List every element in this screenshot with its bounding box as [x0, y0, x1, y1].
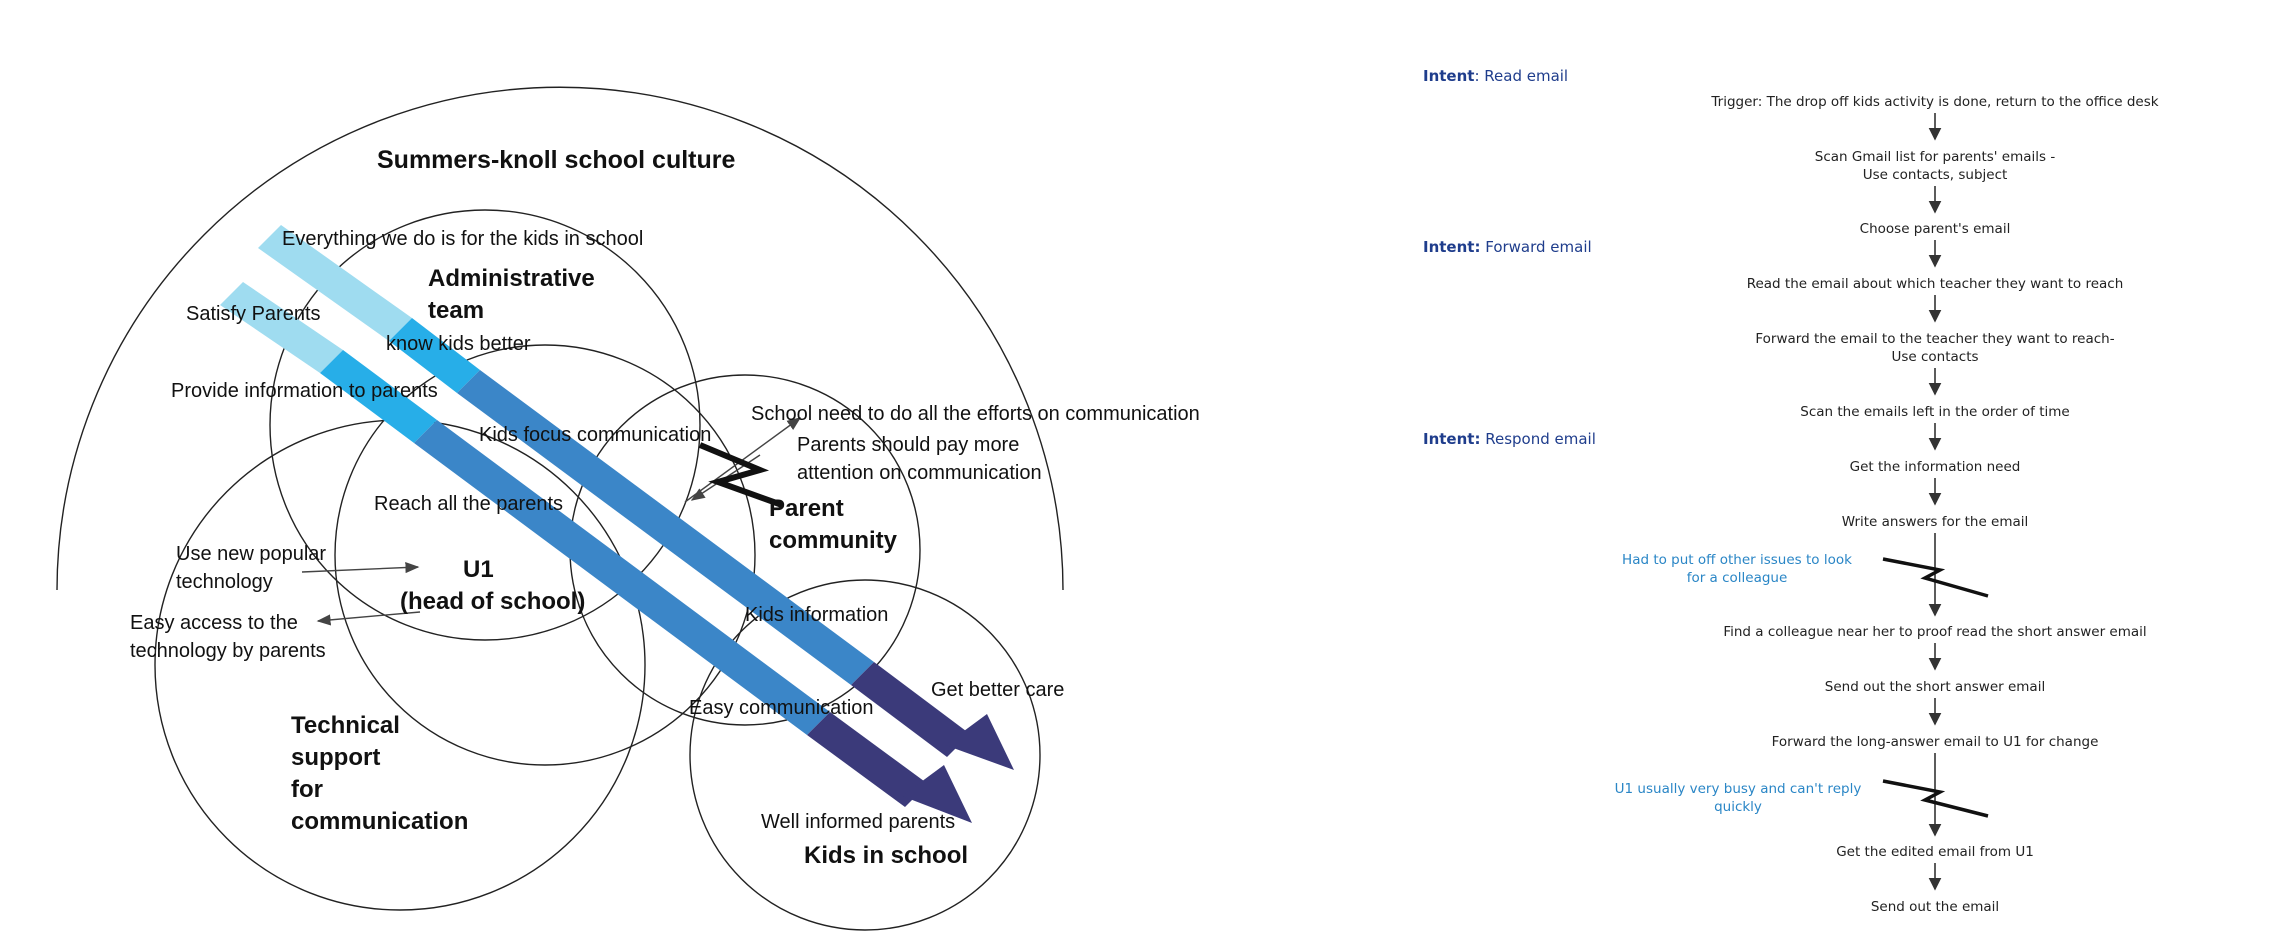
- step-read-email: Read the email about which teacher they …: [1747, 276, 2124, 292]
- influence-better-care: Get better care: [931, 679, 1064, 701]
- influence-know-kids: know kids better: [386, 333, 531, 355]
- breakdown-note-2-line2: quickly: [1714, 799, 1762, 815]
- step-get-info: Get the information need: [1850, 459, 2021, 475]
- influence-everything-for-kids: Everything we do is for the kids in scho…: [282, 228, 643, 250]
- group-tech-2: support: [291, 744, 380, 771]
- influence-reach-parents: Reach all the parents: [374, 493, 563, 515]
- influence-kids-focus: Kids focus communication: [479, 424, 711, 446]
- breakdown-note-1-line1: Had to put off other issues to look: [1622, 552, 1852, 568]
- group-admin-2: team: [428, 297, 484, 324]
- group-u1-1: U1: [463, 556, 494, 583]
- step-trigger: Trigger: The drop off kids activity is d…: [1710, 94, 2158, 110]
- influence-parents-pay-1: Parents should pay more: [797, 434, 1019, 456]
- group-tech-4: communication: [291, 808, 468, 835]
- influence-easy-access-1: Easy access to the: [130, 612, 298, 634]
- step-send-out: Send out the email: [1871, 899, 1999, 915]
- communication-breakdown-icon: [684, 417, 802, 508]
- group-kids: Kids in school: [804, 842, 968, 869]
- flow-arrow-upper: [258, 225, 1014, 770]
- step-find-colleague: Find a colleague near her to proof read …: [1723, 624, 2146, 640]
- influence-provide-info: Provide information to parents: [171, 380, 438, 402]
- step-send-short: Send out the short answer email: [1825, 679, 2045, 695]
- breakdown-note-2-line1: U1 usually very busy and can't reply: [1615, 781, 1862, 797]
- step-write-answers: Write answers for the email: [1842, 514, 2029, 530]
- breakdown-note-1-line2: for a colleague: [1687, 570, 1788, 586]
- u1-tech-arrow-out: [316, 611, 421, 626]
- influence-easy-comm: Easy communication: [689, 697, 874, 719]
- intent-read-email: Intent: Read email: [1423, 67, 1568, 85]
- group-admin-1: Administrative: [428, 265, 595, 292]
- step-choose-email: Choose parent's email: [1860, 221, 2011, 237]
- culture-model-diagram: Summers-knoll school culture Everything …: [56, 86, 1200, 931]
- flow-arrow-lower: [220, 282, 972, 823]
- step-get-edited: Get the edited email from U1: [1836, 844, 2034, 860]
- group-parent-1: Parent: [769, 495, 844, 522]
- group-parent-2: community: [769, 527, 898, 554]
- intent-forward-email: Intent: Forward email: [1423, 238, 1592, 256]
- culture-boundary: [56, 86, 1064, 591]
- breakdown-bolt-icon-1: [1882, 557, 1989, 598]
- influence-parents-pay-2: attention on communication: [797, 462, 1042, 484]
- group-u1-2: (head of school): [400, 588, 585, 615]
- influence-use-tech-1: Use new popular: [176, 543, 326, 565]
- influence-kids-info: Kids information: [745, 604, 888, 626]
- influence-well-informed: Well informed parents: [761, 811, 955, 833]
- step-forward-long: Forward the long-answer email to U1 for …: [1772, 734, 2099, 750]
- breakdown-bolt-icon-2: [1882, 779, 1989, 818]
- influence-school-efforts: School need to do all the efforts on com…: [751, 403, 1200, 425]
- u1-tech-arrow-in: [301, 561, 420, 574]
- step-scan-gmail-2: Use contacts, subject: [1863, 167, 2008, 183]
- influence-satisfy-parents: Satisfy Parents: [186, 303, 321, 325]
- group-tech-1: Technical: [291, 712, 400, 739]
- group-tech-3: for: [291, 776, 323, 803]
- step-forward-email-2: Use contacts: [1891, 349, 1978, 365]
- step-forward-email-1: Forward the email to the teacher they wa…: [1755, 331, 2114, 347]
- culture-title: Summers-knoll school culture: [377, 146, 736, 174]
- intent-respond-email: Intent: Respond email: [1423, 430, 1596, 448]
- influence-easy-access-2: technology by parents: [130, 640, 326, 662]
- influence-use-tech-2: technology: [176, 571, 273, 593]
- admin-team-circle: [269, 209, 701, 641]
- u1-circle: [334, 344, 756, 766]
- step-scan-gmail-1: Scan Gmail list for parents' emails -: [1815, 149, 2056, 165]
- kids-in-school-circle: [689, 579, 1041, 931]
- step-scan-left: Scan the emails left in the order of tim…: [1800, 404, 2069, 420]
